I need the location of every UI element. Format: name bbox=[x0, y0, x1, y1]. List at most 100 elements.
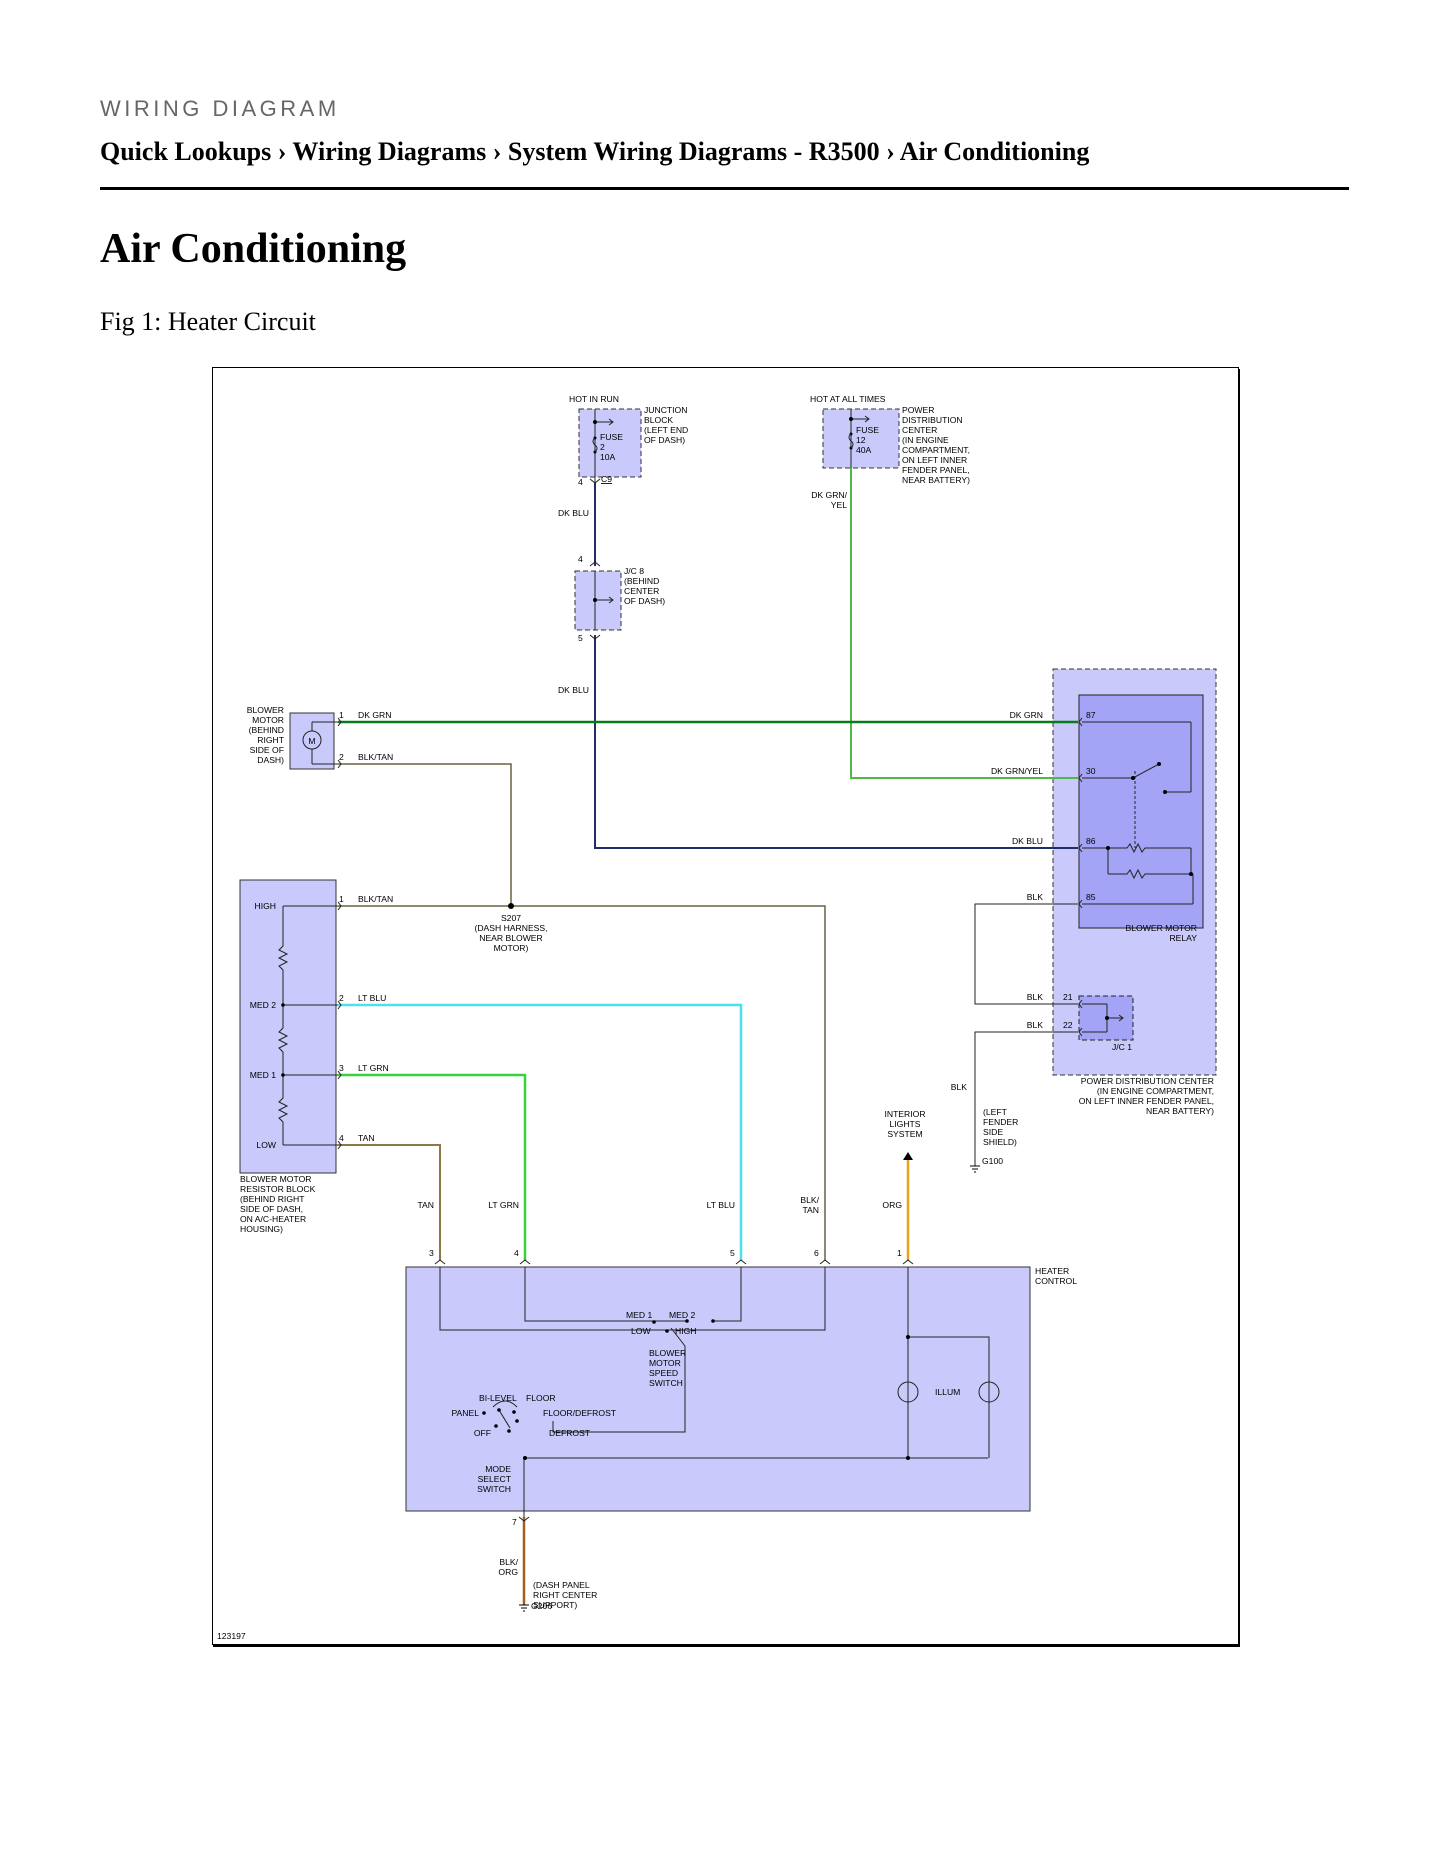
resistor-dots bbox=[281, 1003, 285, 1077]
label-dk-blu-2: DK BLU bbox=[558, 685, 589, 695]
label-floor-defrost: FLOOR/DEFROST bbox=[543, 1408, 617, 1418]
page-kicker: WIRING DIAGRAM bbox=[100, 96, 340, 121]
interior-lights-arrow bbox=[903, 1152, 913, 1160]
label-tan-wire: TAN bbox=[358, 1133, 375, 1143]
label-g100: G100 bbox=[982, 1156, 1003, 1166]
label-pin22: 22 bbox=[1063, 1020, 1073, 1030]
label-hc-pin3: 3 bbox=[429, 1248, 434, 1258]
label-dk-blu-1: DK BLU bbox=[558, 508, 589, 518]
label-pin5-jc8: 5 bbox=[578, 633, 583, 643]
label-dk-blu-right: DK BLU bbox=[1012, 836, 1043, 846]
label-hc-pin7: 7 bbox=[512, 1517, 517, 1527]
label-defrost: DEFROST bbox=[549, 1428, 591, 1438]
label-dk-grn-left: DK GRN bbox=[358, 710, 391, 720]
label-sw-med2: MED 2 bbox=[669, 1310, 695, 1320]
label-resistor-high: HIGH bbox=[255, 901, 276, 911]
fuse-dots bbox=[508, 417, 853, 909]
breadcrumb: Quick Lookups › Wiring Diagrams › System… bbox=[100, 137, 1090, 166]
label-hc-pin4: 4 bbox=[514, 1248, 519, 1258]
label-resistor-med1: MED 1 bbox=[250, 1070, 276, 1080]
label-hot-at-all-times: HOT AT ALL TIMES bbox=[810, 394, 886, 404]
label-blk-tan-top: BLK/TAN bbox=[358, 752, 393, 762]
label-resistor-med2: MED 2 bbox=[250, 1000, 276, 1010]
page-title: Air Conditioning bbox=[100, 226, 407, 272]
label-lt-blu-wire: LT BLU bbox=[358, 993, 386, 1003]
label-dk-grn-yel: DK GRN/YEL bbox=[811, 490, 847, 510]
heater-control-internals bbox=[439, 1267, 1000, 1517]
label-blk-85: BLK bbox=[1027, 892, 1044, 902]
heater-control-dots bbox=[482, 1319, 910, 1460]
label-relay-pin30: 30 bbox=[1086, 766, 1096, 776]
label-blk-org: BLK/ORG bbox=[498, 1557, 518, 1577]
figure-id: 123197 bbox=[217, 1631, 246, 1641]
label-blk-g100: BLK bbox=[951, 1082, 968, 1092]
label-off: OFF bbox=[474, 1428, 491, 1438]
wire-blk-relay85 bbox=[974, 903, 1078, 1005]
label-r-pin4: 4 bbox=[339, 1133, 344, 1143]
relay-dots bbox=[1105, 762, 1193, 1020]
label-dk-grn-right: DK GRN bbox=[1010, 710, 1043, 720]
connector-chevrons bbox=[337, 478, 1083, 1522]
label-g206: G206 bbox=[531, 1601, 552, 1611]
label-dk-grn-yel-right: DK GRN/YEL bbox=[991, 766, 1043, 776]
label-relay-pin86: 86 bbox=[1086, 836, 1096, 846]
wire-lt-blu bbox=[338, 1003, 743, 1261]
label-blk-tan-down: BLK/TAN bbox=[800, 1195, 819, 1215]
label-floor: FLOOR bbox=[526, 1393, 556, 1403]
wire-blk-tan-high bbox=[338, 905, 826, 1261]
label-illum: ILLUM bbox=[935, 1387, 960, 1397]
wire-dk-grn-yel bbox=[850, 468, 1078, 779]
resistor-block bbox=[239, 879, 337, 1174]
label-sw-low: LOW bbox=[631, 1326, 651, 1336]
label-tan-down: TAN bbox=[417, 1200, 434, 1210]
wire-lt-grn bbox=[338, 1073, 527, 1261]
label-bi-level: BI-LEVEL bbox=[479, 1393, 517, 1403]
label-c9: C9 bbox=[601, 474, 612, 484]
label-pin4-a: 4 bbox=[578, 477, 583, 487]
label-lt-grn-wire: LT GRN bbox=[358, 1063, 389, 1073]
heater-control bbox=[405, 1266, 1031, 1512]
label-sw-med1: MED 1 bbox=[626, 1310, 652, 1320]
label-org-down: ORG bbox=[882, 1200, 902, 1210]
label-r-pin2: 2 bbox=[339, 993, 344, 1003]
label-blk-tan-mid: BLK/TAN bbox=[358, 894, 393, 904]
label-blk-22: BLK bbox=[1027, 1020, 1044, 1030]
fuse-wiggles bbox=[592, 433, 854, 453]
label-sw-high: HIGH bbox=[675, 1326, 696, 1336]
wire-blk-tan-motor bbox=[338, 763, 512, 906]
label-lt-blu-down: LT BLU bbox=[707, 1200, 735, 1210]
label-hc-pin1: 1 bbox=[897, 1248, 902, 1258]
label-pin21: 21 bbox=[1063, 992, 1073, 1002]
label-hot-in-run: HOT IN RUN bbox=[569, 394, 619, 404]
blower-motor-relay bbox=[1078, 694, 1204, 929]
label-motor-m: M bbox=[308, 736, 315, 746]
label-lt-grn-down: LT GRN bbox=[488, 1200, 519, 1210]
wire-blk-g100 bbox=[974, 1031, 1078, 1166]
label-blk-21: BLK bbox=[1027, 992, 1044, 1002]
relay-internals bbox=[1082, 721, 1194, 1033]
label-relay-pin87: 87 bbox=[1086, 710, 1096, 720]
label-hc-pin6: 6 bbox=[814, 1248, 819, 1258]
label-panel: PANEL bbox=[451, 1408, 479, 1418]
label-relay-pin85: 85 bbox=[1086, 892, 1096, 902]
label-bm-pin2: 2 bbox=[339, 752, 344, 762]
blower-motor-symbol bbox=[302, 721, 338, 765]
label-jc1: J/C 1 bbox=[1112, 1042, 1132, 1052]
label-hc-pin5: 5 bbox=[730, 1248, 735, 1258]
label-resistor-low: LOW bbox=[256, 1140, 276, 1150]
header-divider bbox=[100, 187, 1349, 190]
